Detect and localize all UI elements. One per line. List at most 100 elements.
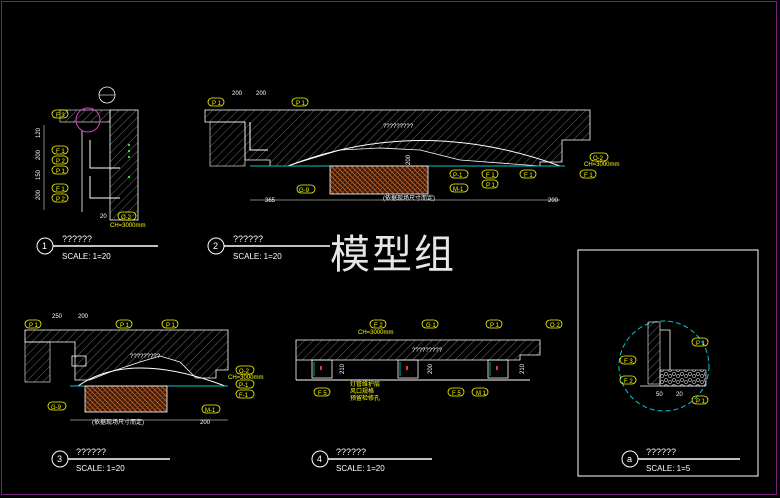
tag-p1-bold-d3-text: P-1 (239, 383, 249, 389)
detail-3-arc-ceiling (77, 367, 226, 387)
tag-p1-bold-a-text: P-1 (453, 173, 463, 179)
tag-f1-a-text: F 1 (56, 149, 65, 155)
detail-4-cyan-marks (313, 362, 491, 376)
detail-3: P 1 P 1 P 1 G-9 O-2 P-1 F-1 M-1 CH=3000m… (24, 314, 264, 426)
tag-p1-d3c (161, 319, 179, 329)
d3-dim-200a: 200 (78, 314, 89, 320)
tag-f3-text: F 3 (56, 113, 65, 119)
title-4-text: ?????? (336, 447, 366, 457)
detail-a-frame (577, 249, 759, 477)
d1-dim-4: 200 (36, 189, 42, 200)
tag-p1-bold-d3 (235, 379, 255, 389)
title-2-num: 2 (213, 241, 218, 251)
d3-dim-200b: 200 (200, 420, 211, 426)
tag-f2-da (619, 375, 637, 385)
tag-p1-d3a-text: P 1 (29, 323, 39, 329)
tag-g1-d4-text: G 1 (426, 323, 436, 329)
d2-dim-365: 365 (265, 198, 276, 204)
title-block-3: 3 ?????? SCALE: 1=20 (51, 447, 170, 473)
d1-dim-2: 200 (36, 149, 42, 160)
d1-ch-note: CH=3000mm (110, 223, 146, 229)
d4-dim-3: 210 (520, 363, 526, 374)
d4-qmark: ????????? (412, 348, 443, 354)
tag-g9-d2 (296, 184, 316, 194)
d2-dim-1: 200 (232, 91, 243, 97)
tag-g1-d4 (421, 319, 439, 329)
detail-3-tag-group (24, 319, 255, 414)
tag-f5-d4b-text: F 5 (452, 391, 461, 397)
tag-f3 (51, 109, 69, 119)
title-3-text: ?????? (76, 447, 106, 457)
d2-qmark: ????????? (383, 124, 414, 130)
detail-1-tag-group (51, 109, 137, 221)
tag-m1-d4-text: M 1 (476, 391, 487, 397)
detail-2: P 1 P 1 G-9 P-1 M-1 F 1 P 1 F 1 F 1 O-2 … (204, 91, 620, 204)
tag-p2-a (51, 155, 69, 165)
tag-o2-d4 (545, 319, 563, 329)
d4-ch-note: CH=3000mm (358, 330, 394, 336)
title-1-num: 1 (42, 241, 47, 251)
d1-dim-5: 20 (100, 214, 107, 220)
tag-p1-da2 (691, 395, 709, 405)
tag-p1-d2b (291, 97, 309, 107)
detail-4-vents (311, 359, 509, 379)
tag-f1-d2c-text: F 1 (584, 173, 593, 179)
d2-note: (依据现场尺寸而定) (383, 194, 435, 202)
tag-o2-d3-text: O-2 (239, 369, 250, 375)
title-a-num: a (627, 454, 632, 464)
tag-g9-d3 (47, 401, 67, 411)
detail-a-profile (660, 329, 671, 370)
title-4-num: 4 (317, 454, 322, 464)
detail-2-profile (249, 122, 268, 151)
da-dim-50: 50 (656, 392, 663, 398)
tag-p1-d3a (24, 319, 42, 329)
detail-1-profile-lower (89, 176, 120, 199)
detail-4: F 2 G 1 P 1 O 2 F 5 F 5 M 1 CH=3000mm 灯管… (295, 319, 563, 402)
title-block-1: 1 ?????? SCALE: 1=20 (36, 234, 158, 261)
tag-p1-bold-a (449, 169, 469, 179)
title-a-scale: SCALE: 1=5 (646, 464, 691, 473)
d4-vent-note-3: 预留检修孔 (350, 394, 380, 402)
d4-dim-2: 200 (428, 363, 434, 374)
vent-1 (311, 359, 333, 379)
tag-m1-bold-text: M-1 (453, 187, 464, 193)
detail-4-tag-group (313, 319, 563, 397)
detail-1-wall (109, 109, 139, 221)
watermark: 模型组 (330, 232, 456, 278)
title-2-scale: SCALE: 1=20 (233, 252, 282, 261)
tag-f5-d4-text: F 5 (318, 391, 327, 397)
detail-3-bracket (71, 355, 87, 367)
d3-ch-note: CH=3000mm (228, 375, 264, 381)
detail-a-callout (618, 320, 710, 412)
d2-dim-4: 200 (406, 154, 412, 165)
tag-f1-d2b (519, 169, 537, 179)
d3-dim-250: 250 (52, 314, 63, 320)
tag-p1-d2c (481, 179, 499, 189)
tag-f1-d2b-text: F 1 (524, 173, 533, 179)
tag-p1-d4-text: P 1 (490, 323, 500, 329)
tag-o2-d4-text: O 2 (550, 323, 560, 329)
detail-1-profile-upper (89, 140, 120, 169)
tag-g9-d2-text: G-9 (299, 188, 310, 194)
tag-o2-d1 (117, 211, 137, 221)
tag-p1-da-text: P 1 (696, 341, 706, 347)
detail-4-red-marks (320, 366, 498, 370)
vent-2 (397, 359, 419, 379)
detail-2-wood-box (329, 165, 429, 195)
tag-f1-bold-d3 (235, 389, 255, 399)
tag-o2-d1-text: O-2 (121, 215, 132, 221)
detail-1: F 3 F 1 P 2 P 1 F 1 P 2 O-2 CH=3000mm 12… (36, 86, 146, 229)
title-2-text: ?????? (233, 234, 263, 244)
tag-f2-da-text: F 2 (624, 379, 633, 385)
tag-o2-d2-text: O-2 (593, 156, 604, 162)
tag-p2-a-text: P 2 (56, 159, 66, 165)
tag-p1-d2a (207, 97, 225, 107)
tag-p1-d3b (115, 319, 133, 329)
tag-f1-d2a (481, 169, 499, 179)
title-1-text: ?????? (62, 234, 92, 244)
vent-3 (487, 359, 509, 379)
detail-2-arc-ceiling (287, 140, 561, 167)
d2-dim-3: 200 (548, 198, 559, 204)
